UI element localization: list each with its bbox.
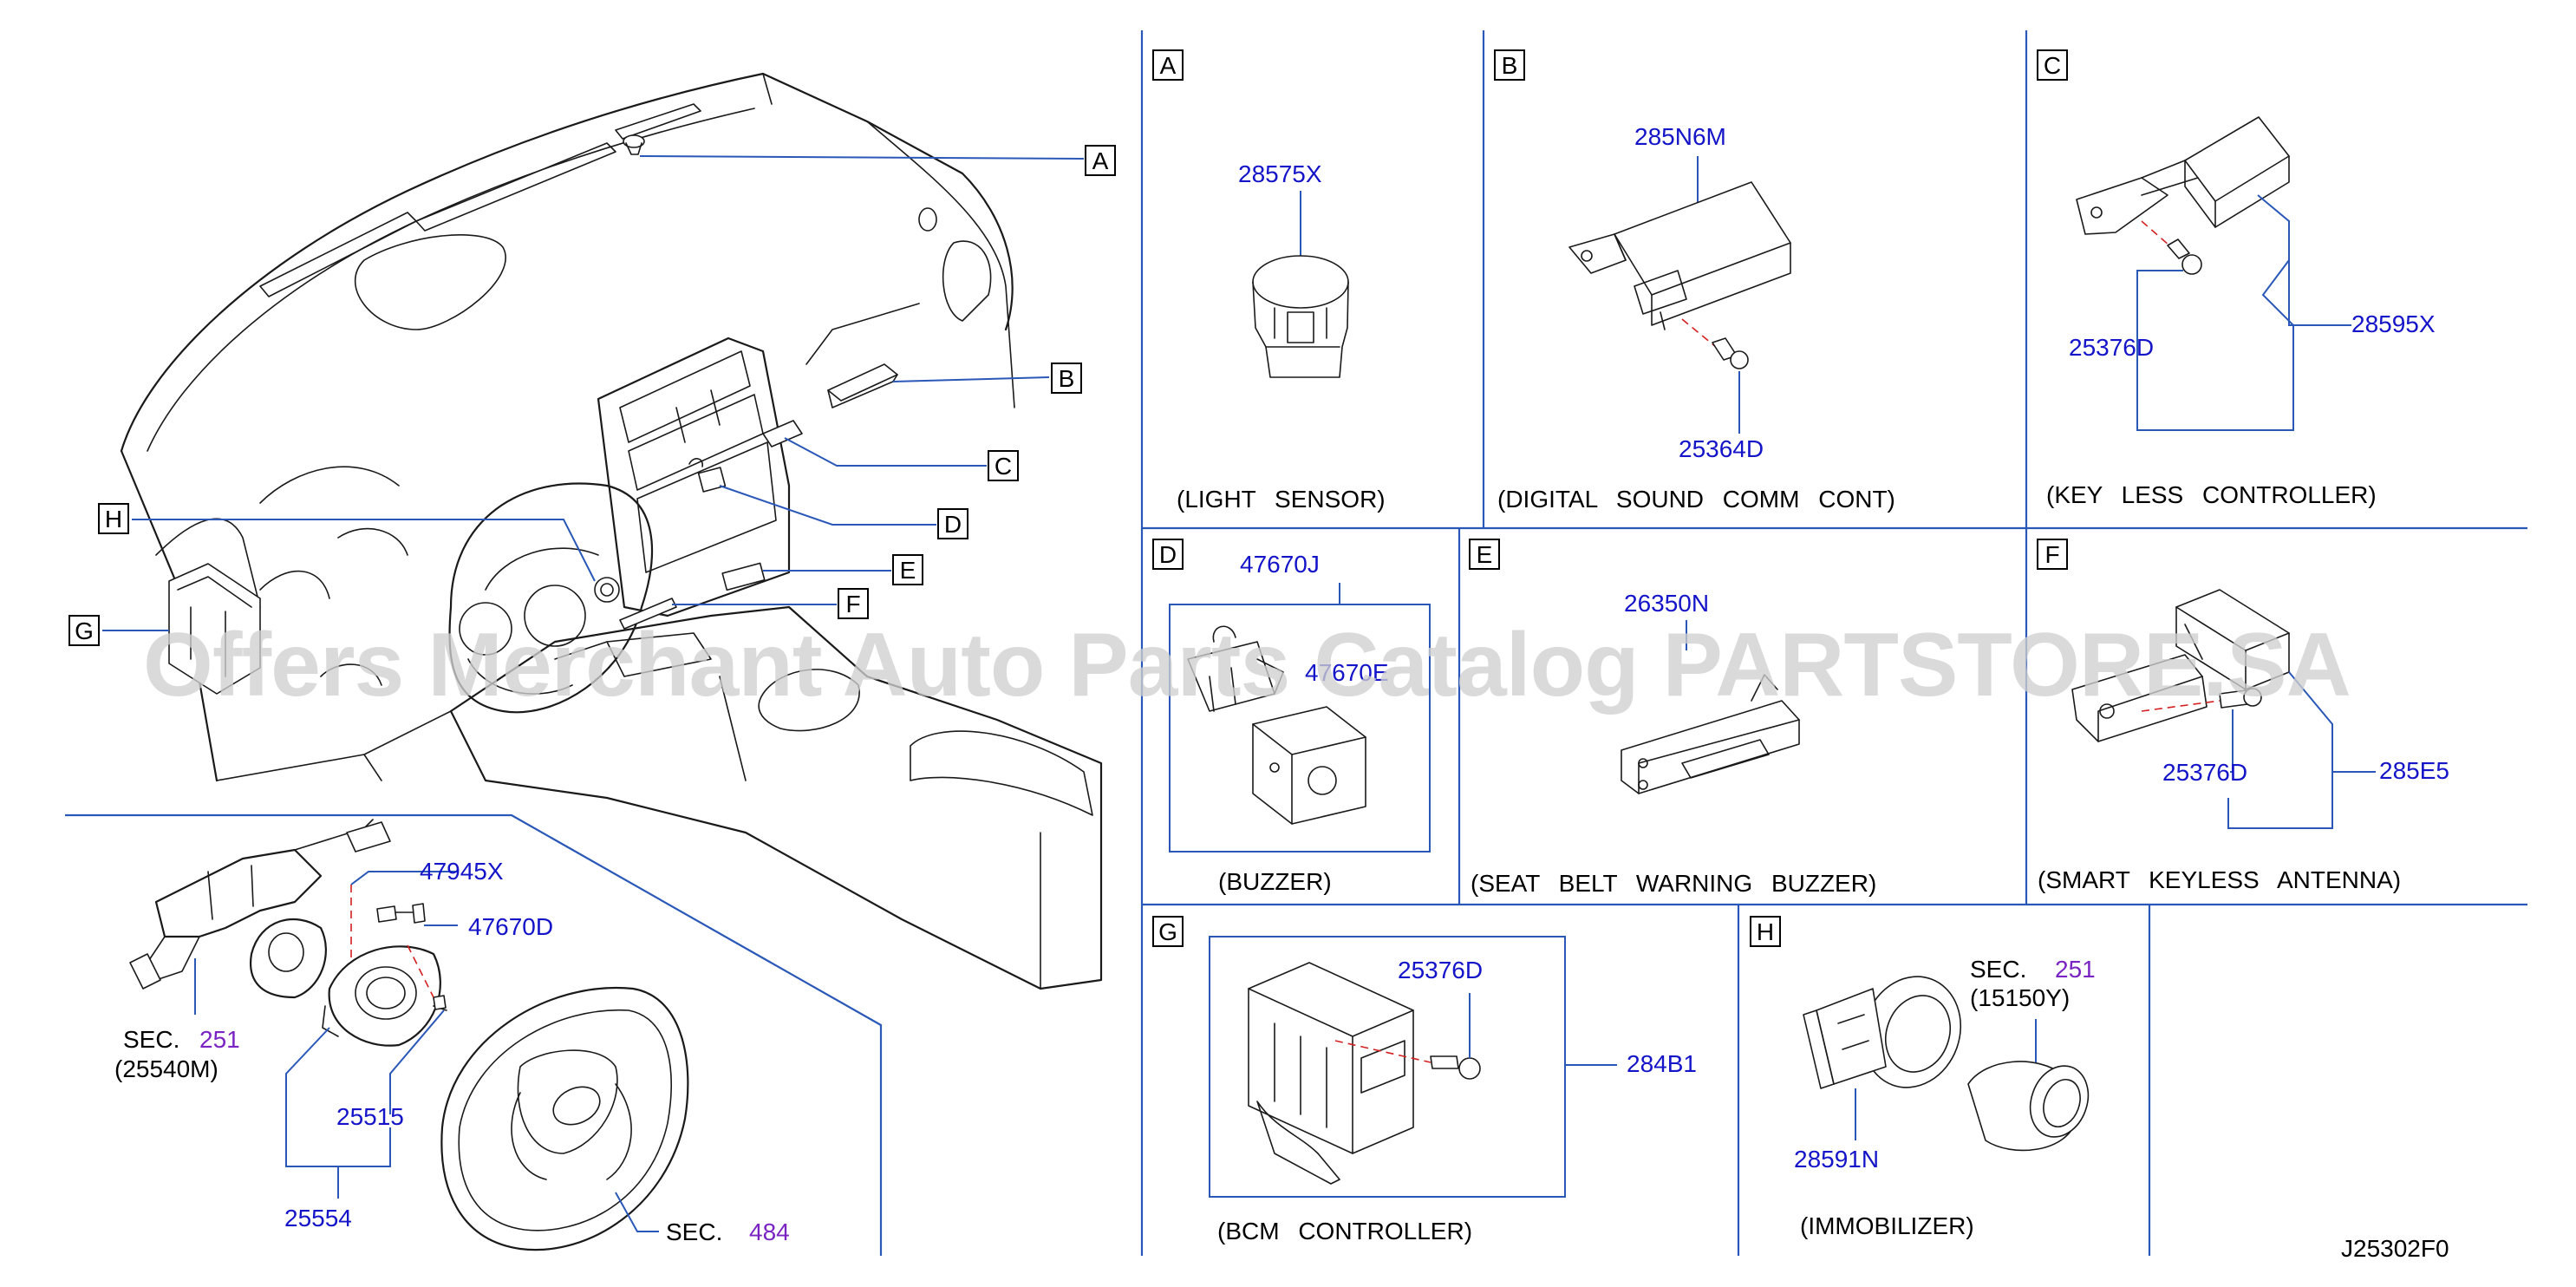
- panel-h-letter: H: [1757, 918, 1774, 945]
- callout-box-a: [1085, 145, 1116, 176]
- callout-c: C: [995, 453, 1012, 480]
- part-47945x: 47945X: [420, 858, 504, 885]
- watermark: Offers Merchant Auto Parts Catalog PARTS…: [143, 615, 2351, 715]
- panel-b-letter: B: [1502, 52, 1518, 79]
- callout-a: A: [1092, 147, 1109, 174]
- part-285e5: 285E5: [2379, 757, 2449, 784]
- part-25364d: 25364D: [1679, 435, 1764, 462]
- part-284b1: 284B1: [1627, 1050, 1697, 1077]
- panel-f-caption: (SMART KEYLESS ANTENNA): [2038, 866, 2401, 893]
- sec-251-h-word: SEC.: [1970, 956, 2026, 983]
- panel-d: D 47670J 47670E (BUZZER): [1152, 539, 1431, 895]
- panel-a-letter: A: [1160, 52, 1177, 79]
- panel-f-box: [2037, 539, 2068, 570]
- panel-e-box: [1469, 539, 1500, 570]
- part-25554: 25554: [284, 1205, 352, 1231]
- callout-box-g: [68, 615, 100, 646]
- panel-c-letter: C: [2044, 52, 2061, 79]
- panel-a-caption: (LIGHT SENSOR): [1177, 486, 1386, 513]
- panel-h-box: [1750, 916, 1781, 947]
- part-25376d-c: 25376D: [2069, 334, 2154, 361]
- part-47670e: 47670E: [1305, 659, 1389, 686]
- callout-f: F: [845, 591, 860, 617]
- panel-f-letter: F: [2044, 541, 2059, 568]
- panel-c-box: [2037, 49, 2068, 81]
- callout-h: H: [105, 506, 122, 532]
- panel-a-box: [1152, 49, 1184, 81]
- callout-box-d: [937, 508, 968, 539]
- part-25376d-g: 25376D: [1398, 957, 1483, 983]
- overview-callouts: A B C D E F G H: [68, 145, 1116, 646]
- panel-g-caption: (BCM CONTROLLER): [1217, 1218, 1472, 1245]
- panel-e-caption: (SEAT BELT WARNING BUZZER): [1471, 870, 1876, 897]
- panel-d-caption: (BUZZER): [1218, 868, 1332, 895]
- panel-h: H SEC. 251 (15150Y) 28591N (IMMOBILIZER): [1750, 916, 2096, 1239]
- sec-251-h-part: (15150Y): [1970, 984, 2070, 1011]
- sec-484-link[interactable]: 484: [749, 1218, 790, 1245]
- panel-f: F 25376D 285E5 (SMART KEYLESS ANTENNA): [2037, 539, 2449, 893]
- panel-e: E 26350N (SEAT BELT WARNING BUZZER): [1469, 539, 1876, 897]
- sec-251-word: SEC.: [123, 1026, 179, 1053]
- dashboard-overview-drawing: [120, 72, 1103, 990]
- panel-g-box: [1152, 916, 1184, 947]
- part-285n6m: 285N6M: [1634, 123, 1726, 150]
- callout-d: D: [944, 511, 962, 538]
- callout-box-h: [98, 503, 129, 534]
- callout-e: E: [900, 557, 916, 584]
- panel-d-box: [1152, 539, 1184, 570]
- panel-grid: [65, 30, 2527, 1256]
- sec-251-link[interactable]: 251: [199, 1026, 240, 1053]
- callout-g: G: [75, 617, 94, 644]
- panel-b-box: [1494, 49, 1525, 81]
- part-28591n: 28591N: [1794, 1146, 1879, 1173]
- panel-d-letter: D: [1159, 541, 1177, 568]
- sec-251-h-link[interactable]: 251: [2055, 956, 2096, 983]
- panel-b: B 285N6M 25364D (DIGITAL SOUND COMM CONT…: [1494, 49, 1895, 513]
- part-28595x: 28595X: [2351, 310, 2436, 337]
- part-25515: 25515: [336, 1103, 404, 1130]
- part-26350n: 26350N: [1624, 590, 1709, 617]
- callout-box-e: [892, 554, 923, 585]
- panel-h-caption: (IMMOBILIZER): [1800, 1212, 1974, 1239]
- panel-c-caption: (KEY LESS CONTROLLER): [2046, 481, 2377, 508]
- part-28575x: 28575X: [1238, 160, 1322, 187]
- panel-g-letter: G: [1158, 918, 1177, 945]
- steering-area: 47945X 47670D 25515 25554 SEC. 251 (2554…: [114, 819, 790, 1251]
- sec-484-word: SEC.: [666, 1218, 722, 1245]
- part-47670j: 47670J: [1240, 551, 1320, 578]
- sec-251-part: (25540M): [114, 1055, 218, 1082]
- part-47670d: 47670D: [468, 913, 553, 940]
- callout-box-b: [1051, 363, 1082, 394]
- panel-e-letter: E: [1477, 541, 1493, 568]
- panel-g: G 25376D 284B1 (BCM CONTROLLER): [1152, 916, 1697, 1245]
- part-25376d-f: 25376D: [2162, 759, 2247, 786]
- diagram-code: J25302F0: [2341, 1235, 2449, 1262]
- callout-box-f: [838, 588, 869, 619]
- panel-c: C 25376D 28595X (KEY LESS CONTROLLER): [2037, 49, 2436, 508]
- panel-b-caption: (DIGITAL SOUND COMM CONT): [1497, 486, 1895, 513]
- callout-box-c: [988, 450, 1019, 481]
- panel-a: A 28575X (LIGHT SENSOR): [1152, 49, 1386, 513]
- callout-b: B: [1059, 365, 1075, 392]
